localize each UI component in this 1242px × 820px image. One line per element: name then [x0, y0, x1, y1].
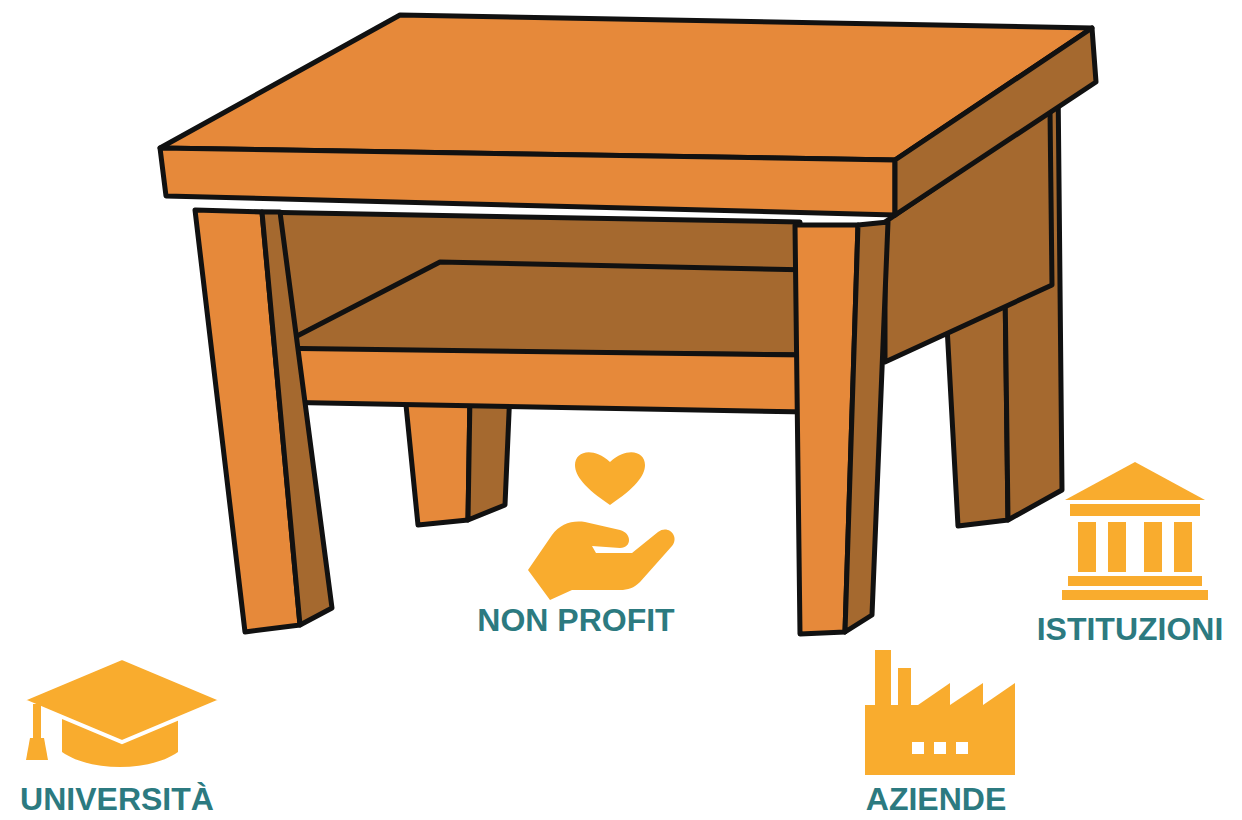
table-shelf [270, 262, 812, 355]
institution-icon [1062, 462, 1208, 600]
window-symbol [934, 742, 946, 754]
category-label: NON PROFIT [436, 602, 716, 638]
tassel-symbol [33, 704, 41, 740]
table-top-side [895, 28, 1096, 215]
table [160, 15, 1096, 634]
column-symbol [1078, 522, 1096, 572]
heart-symbol [575, 452, 645, 505]
table-top-edge [160, 148, 895, 215]
charity-icon [528, 452, 675, 600]
chimney-symbol [898, 668, 911, 710]
window-symbol [956, 742, 968, 754]
base-symbol [1068, 576, 1202, 586]
table-leg [405, 395, 470, 525]
chimney-symbol [875, 650, 891, 710]
column-symbol [1144, 522, 1162, 572]
factory-icon [865, 650, 1015, 775]
table-leg-side [845, 222, 888, 632]
cap-board-symbol [22, 658, 222, 742]
factory-building-symbol [865, 683, 1015, 775]
base-symbol [1062, 590, 1208, 600]
window-symbol [912, 742, 924, 754]
tassel-symbol [26, 738, 48, 760]
category-label: AZIENDE [796, 781, 1076, 817]
table-rail [262, 348, 808, 412]
entablature-symbol [1070, 504, 1200, 516]
table-leg-side [468, 390, 510, 520]
category-label: UNIVERSITÀ [0, 781, 257, 817]
column-symbol [1108, 522, 1126, 572]
graduation-icon [22, 658, 222, 767]
column-symbol [1174, 522, 1192, 572]
pediment-symbol [1065, 462, 1205, 500]
hand-symbol [528, 522, 675, 600]
table-leg-side [262, 212, 332, 625]
category-label: ISTITUZIONI [990, 611, 1242, 647]
